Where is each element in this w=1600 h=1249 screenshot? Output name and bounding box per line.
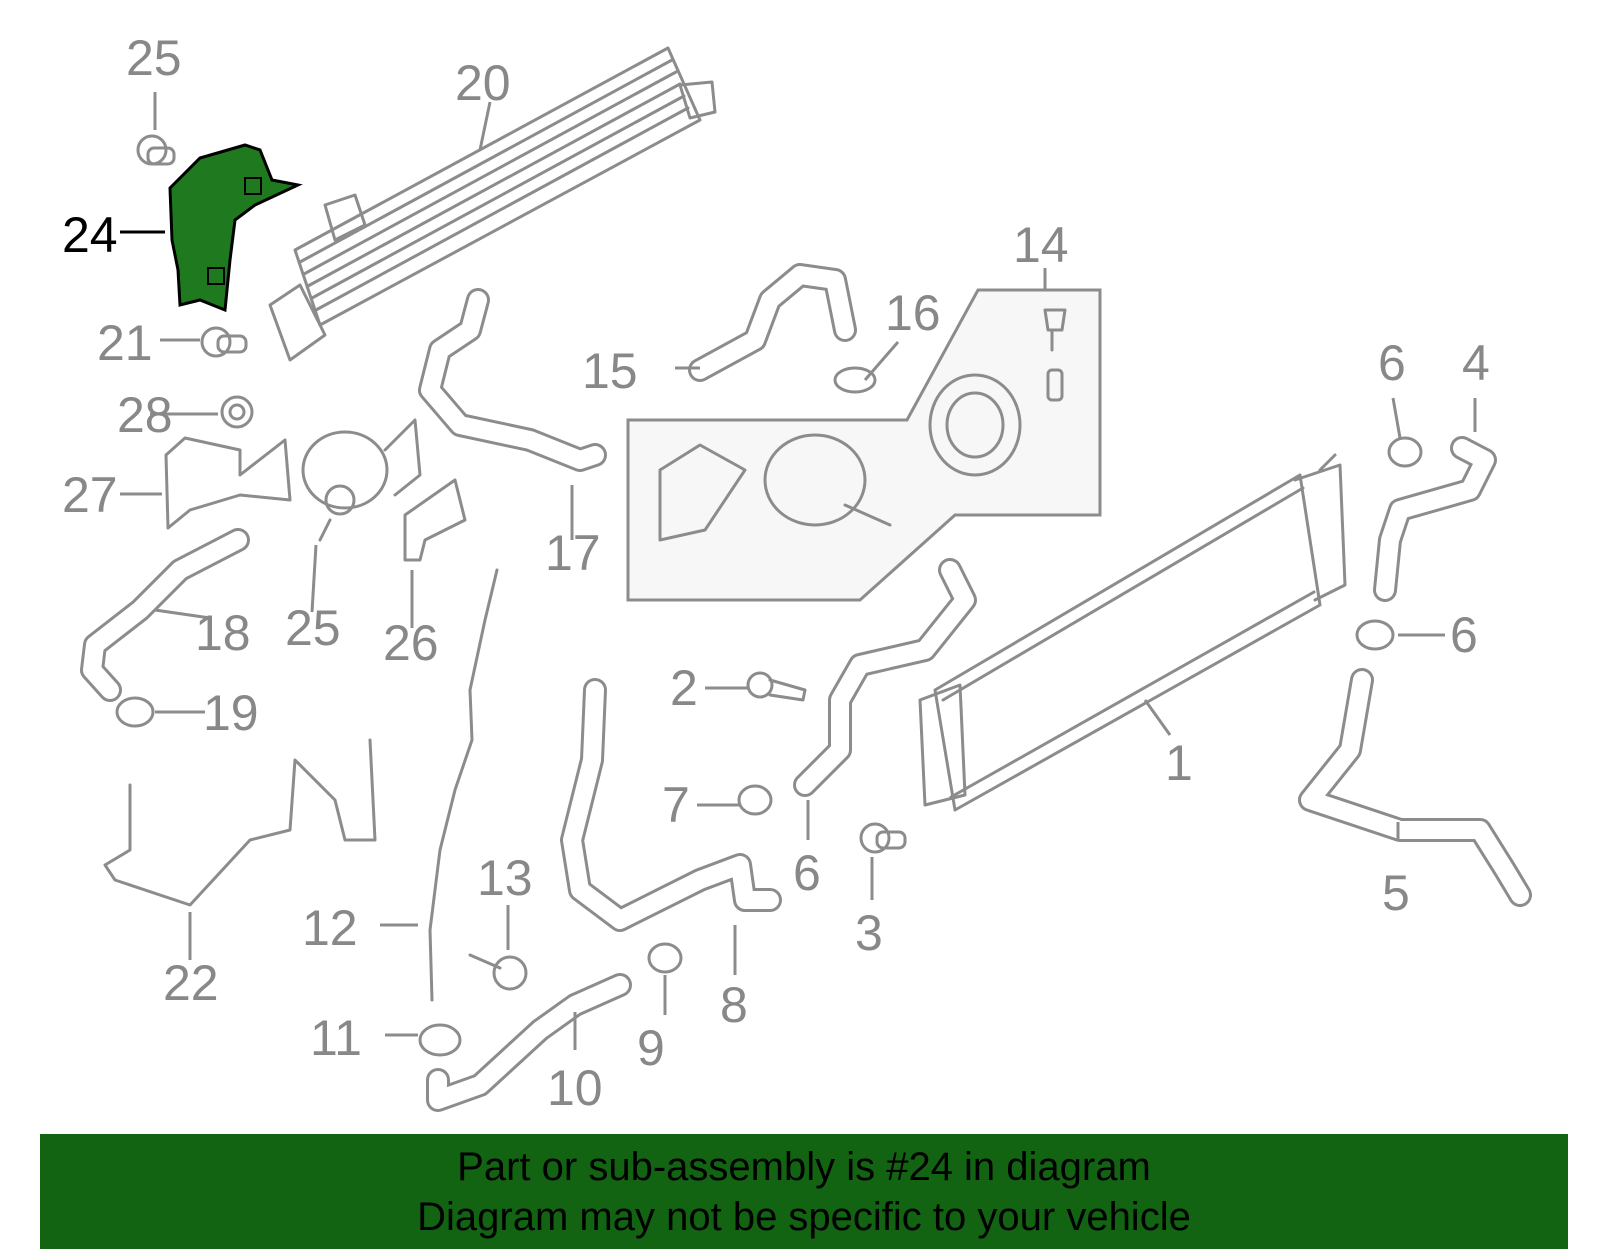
part-8-clamp[interactable] [737, 784, 773, 816]
callout-9[interactable]: 8 [720, 977, 748, 1033]
banner-line-1: Part or sub-assembly is #24 in diagram [457, 1144, 1151, 1189]
callout-17[interactable]: 16 [885, 285, 941, 341]
part-25-pin[interactable] [136, 134, 176, 166]
part-16-hose[interactable] [688, 263, 857, 382]
part-14-bolt[interactable] [468, 953, 528, 991]
callout-8[interactable]: 7 [662, 777, 690, 833]
callout-28[interactable]: 27 [62, 467, 118, 523]
banner-line-2: Diagram may not be specific to your vehi… [417, 1194, 1191, 1239]
callout-22[interactable]: 21 [97, 315, 153, 371]
callout-23[interactable]: 22 [163, 955, 219, 1011]
part-7-hose[interactable] [793, 558, 977, 797]
callout-1[interactable]: 1 [1165, 735, 1193, 791]
inset-box-15 [626, 288, 1102, 602]
callout-18[interactable]: 17 [545, 525, 601, 581]
part-4-hose[interactable] [1373, 436, 1497, 602]
part-17-clamp[interactable] [833, 366, 877, 394]
part-9-hose[interactable] [560, 678, 782, 932]
callout-11[interactable]: 10 [547, 1060, 603, 1116]
callout-26[interactable]: 25 [285, 600, 341, 656]
callout-10[interactable]: 9 [637, 1020, 665, 1076]
part-20-clamp[interactable] [115, 696, 155, 728]
callout-27[interactable]: 26 [383, 615, 439, 671]
part-18-hose[interactable] [418, 288, 607, 472]
part-6-clamp-bottom[interactable] [1355, 619, 1395, 651]
callout-5[interactable]: 5 [1382, 865, 1410, 921]
callout-25[interactable]: 25 [126, 30, 182, 86]
callout-24[interactable]: 24 [62, 207, 118, 263]
part-22-pin[interactable] [200, 326, 248, 358]
part-1-cooler[interactable] [918, 453, 1347, 812]
part-12-clamp[interactable] [418, 1023, 462, 1057]
part-26-pump[interactable] [301, 418, 422, 542]
part-24-hole-top [244, 177, 262, 195]
callout-6-top[interactable]: 6 [1378, 335, 1406, 391]
callout-19[interactable]: 18 [195, 605, 251, 661]
info-banner: Part or sub-assembly is #24 in diagram D… [40, 1134, 1568, 1249]
callout-7[interactable]: 6 [793, 845, 821, 901]
part-13-tube[interactable] [428, 568, 499, 1002]
part-6-clamp-top[interactable] [1387, 436, 1423, 468]
part-21-cooler[interactable] [268, 46, 717, 362]
part-28-bracket[interactable] [164, 436, 292, 530]
part-19-hose[interactable] [80, 528, 250, 702]
callout-13[interactable]: 12 [302, 900, 358, 956]
part-24-hole-bottom [207, 267, 225, 285]
part-5-hose[interactable] [1298, 668, 1532, 907]
callout-16[interactable]: 15 [582, 343, 638, 399]
callout-4[interactable]: 4 [1462, 335, 1490, 391]
part-15-contents[interactable] [658, 308, 1067, 542]
callout-20[interactable]: 19 [203, 685, 259, 741]
part-2-bolt[interactable] [746, 671, 807, 702]
callout-12[interactable]: 11 [310, 1010, 362, 1066]
part-27-bracket[interactable] [403, 478, 467, 562]
callout-21[interactable]: 20 [455, 55, 511, 111]
part-29-nut[interactable] [220, 395, 254, 429]
callout-6-bottom[interactable]: 6 [1450, 607, 1478, 663]
part-23-tube[interactable] [103, 738, 377, 907]
callout-2[interactable]: 2 [670, 660, 698, 716]
callout-3[interactable]: 3 [855, 905, 883, 961]
part-10-clamp[interactable] [647, 942, 683, 974]
leader-arrows [120, 92, 1477, 1050]
callout-15[interactable]: 14 [1013, 217, 1069, 273]
part-24-bracket[interactable] [168, 143, 303, 313]
part-3-pin[interactable] [859, 822, 907, 854]
part-11-hose[interactable] [426, 973, 632, 1112]
callout-14[interactable]: 13 [477, 850, 533, 906]
callout-29[interactable]: 28 [117, 387, 173, 443]
